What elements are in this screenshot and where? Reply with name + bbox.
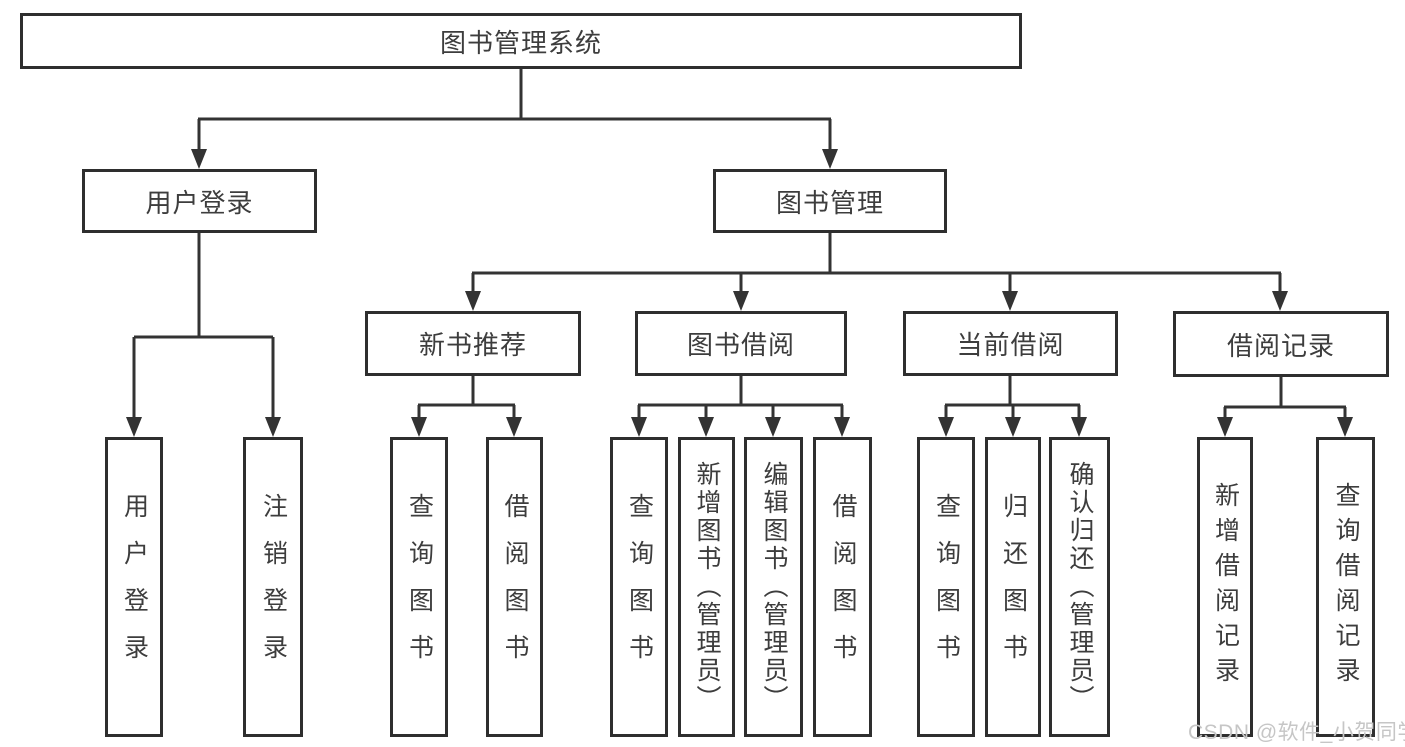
leaf-add-borrow-record: 新增借阅记录 [1197, 437, 1253, 737]
node-root: 图书管理系统 [20, 13, 1022, 69]
node-book-borrow: 图书借阅 [635, 311, 847, 376]
connector-path [132, 69, 1347, 420]
leaf-borrow-books: 借阅图书 [813, 437, 872, 737]
leaf-edit-books-admin-label: 编辑图书（管理员） [760, 461, 788, 713]
node-borrow-records-label: 借阅记录 [1226, 330, 1335, 361]
node-user-login: 用户登录 [82, 169, 317, 233]
leaf-query-books-recommend: 查询图书 [390, 437, 448, 737]
leaf-user-login: 用户登录 [105, 437, 163, 737]
leaf-query-books-borrow-label: 查询图书 [625, 493, 654, 681]
leaf-logout-label: 注销登录 [259, 493, 288, 681]
arrowheads [126, 149, 1353, 437]
leaf-add-books-admin-label: 新增图书（管理员） [693, 461, 721, 713]
leaf-confirm-return-admin-label: 确认归还（管理员） [1066, 461, 1094, 713]
node-book-management: 图书管理 [713, 169, 947, 233]
leaf-confirm-return-admin: 确认归还（管理员） [1049, 437, 1110, 737]
leaf-borrow-books-recommend: 借阅图书 [486, 437, 543, 737]
node-book-management-label: 图书管理 [775, 187, 884, 218]
leaf-query-books-current-label: 查询图书 [932, 493, 961, 681]
node-current-borrow: 当前借阅 [903, 311, 1118, 376]
leaf-borrow-books-recommend-label: 借阅图书 [501, 493, 529, 681]
node-root-label: 图书管理系统 [439, 27, 602, 58]
leaf-query-borrow-record: 查询借阅记录 [1316, 437, 1375, 737]
leaf-return-books-label: 归还图书 [999, 493, 1028, 681]
leaf-add-books-admin: 新增图书（管理员） [678, 437, 735, 737]
csdn-watermark: CSDN @软件_小贺同学 [1188, 721, 1405, 744]
node-borrow-records: 借阅记录 [1173, 311, 1389, 377]
leaf-borrow-books-label: 借阅图书 [829, 493, 857, 681]
leaf-query-books-current: 查询图书 [917, 437, 975, 737]
node-new-book-recommend: 新书推荐 [365, 311, 581, 376]
leaf-query-books-recommend-label: 查询图书 [405, 493, 434, 681]
leaf-logout: 注销登录 [243, 437, 303, 737]
node-current-borrow-label: 当前借阅 [956, 330, 1065, 360]
leaf-query-borrow-record-label: 查询借阅记录 [1332, 482, 1360, 692]
leaf-edit-books-admin: 编辑图书（管理员） [744, 437, 803, 737]
leaf-query-books-borrow: 查询图书 [610, 437, 668, 737]
leaf-return-books: 归还图书 [985, 437, 1041, 737]
node-user-login-label: 用户登录 [145, 187, 254, 218]
leaf-user-login-label: 用户登录 [120, 493, 149, 681]
node-book-borrow-label: 图书借阅 [686, 330, 795, 360]
node-new-book-recommend-label: 新书推荐 [418, 330, 527, 360]
leaf-add-borrow-record-label: 新增借阅记录 [1211, 482, 1240, 692]
